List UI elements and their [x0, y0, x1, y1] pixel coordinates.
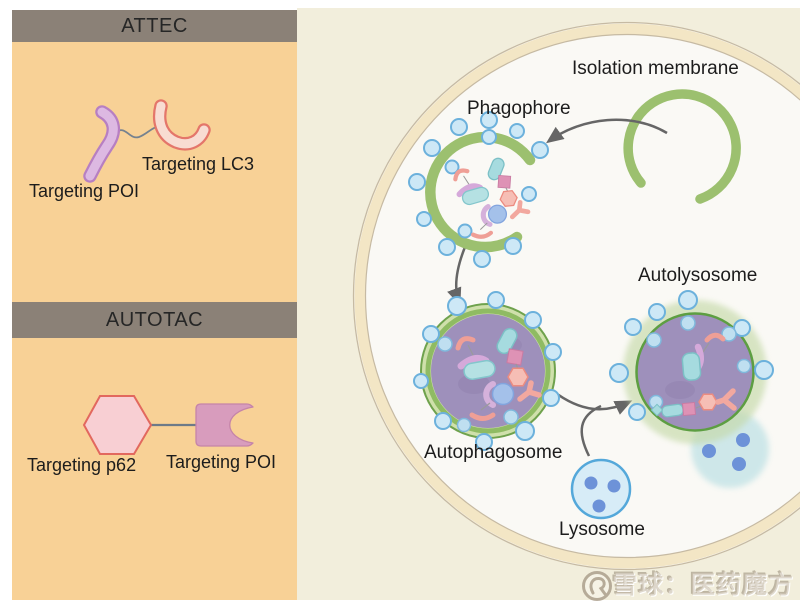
- watermark: 雪球：医药魔方: [573, 565, 794, 601]
- attec-lc3-label: Targeting LC3: [142, 154, 255, 174]
- autolysosome-label: Autolysosome: [638, 265, 758, 286]
- autotac-title: AUTOTAC: [105, 308, 204, 331]
- lysosome-label: Lysosome: [559, 519, 645, 540]
- phagophore-label: Phagophore: [467, 98, 571, 119]
- cytoplasm-background: [297, 8, 800, 600]
- isolation-membrane-label: Isolation membrane: [572, 58, 739, 79]
- attec-poi-label: Targeting POI: [29, 181, 140, 201]
- autotac-header: AUTOTAC: [12, 302, 297, 338]
- watermark-text: 雪球：医药魔方: [611, 571, 794, 599]
- left-panel: ATTEC AUTOTAC: [12, 10, 297, 600]
- autotac-p62-label: Targeting p62: [27, 455, 137, 475]
- attec-title: ATTEC: [121, 14, 188, 37]
- attec-header: ATTEC: [12, 10, 297, 42]
- autophagosome-label: Autophagosome: [424, 442, 563, 463]
- autotac-poi-label: Targeting POI: [166, 452, 277, 472]
